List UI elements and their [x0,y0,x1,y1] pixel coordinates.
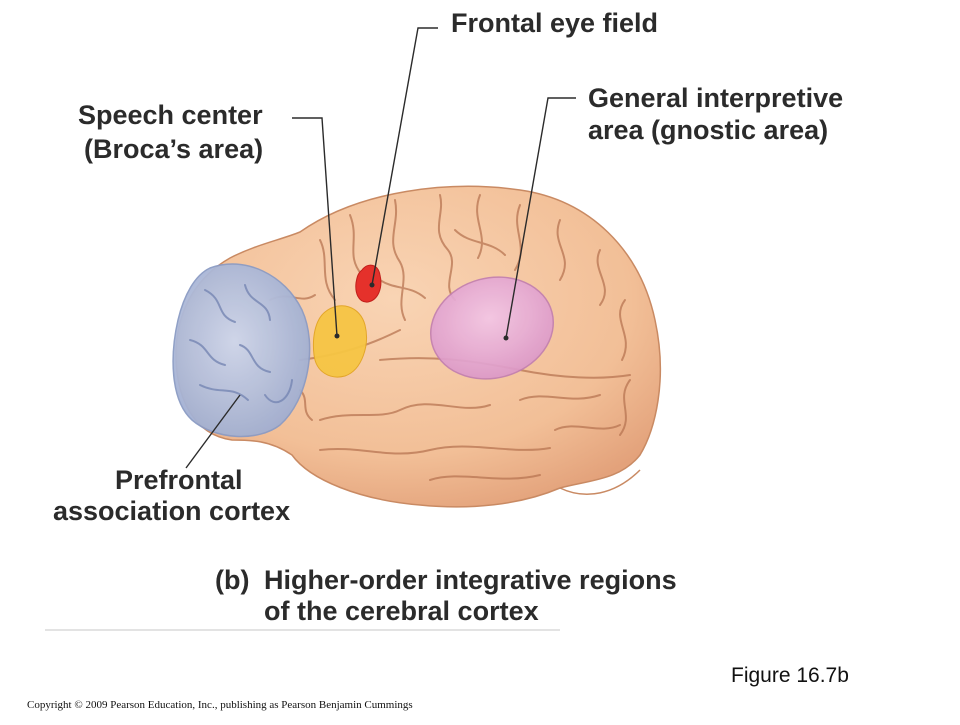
gnostic-area-region [429,276,555,380]
prefrontal-gyri [189,284,293,404]
figure-number: Figure 16.7b [731,664,849,687]
label-general-interpretive-line2: area (gnostic area) [588,115,829,145]
label-speech-center-line2: (Broca’s area) [84,134,264,164]
leader-prefrontal [185,394,241,469]
leader-frontal-eye-field [371,27,438,286]
copyright-notice: Copyright © 2009 Pearson Education, Inc.… [27,699,413,711]
leader-general-interpretive [505,97,576,339]
leader-lines [185,27,576,469]
pointer-dot-frontal-eye [369,282,375,288]
cerebellum-hint [559,469,641,495]
label-speech-center-line1: Speech center [78,100,263,130]
pointer-dot-gnostic [503,335,509,341]
label-prefrontal-line1: Prefrontal [115,465,243,495]
label-prefrontal-line2: association cortex [53,496,291,526]
label-frontal-eye-field: Frontal eye field [451,8,659,38]
label-general-interpretive-line1: General interpretive [588,83,844,113]
broca-area-region [312,305,367,378]
gyri-texture [269,194,631,481]
pointer-dot-broca [334,333,340,339]
caption-line2: of the cerebral cortex [264,596,539,626]
prefrontal-cortex-region [172,263,311,438]
caption-part-letter: (b) [215,565,250,595]
leader-speech-center [292,117,338,337]
caption-line1: Higher-order integrative regions [264,565,677,595]
